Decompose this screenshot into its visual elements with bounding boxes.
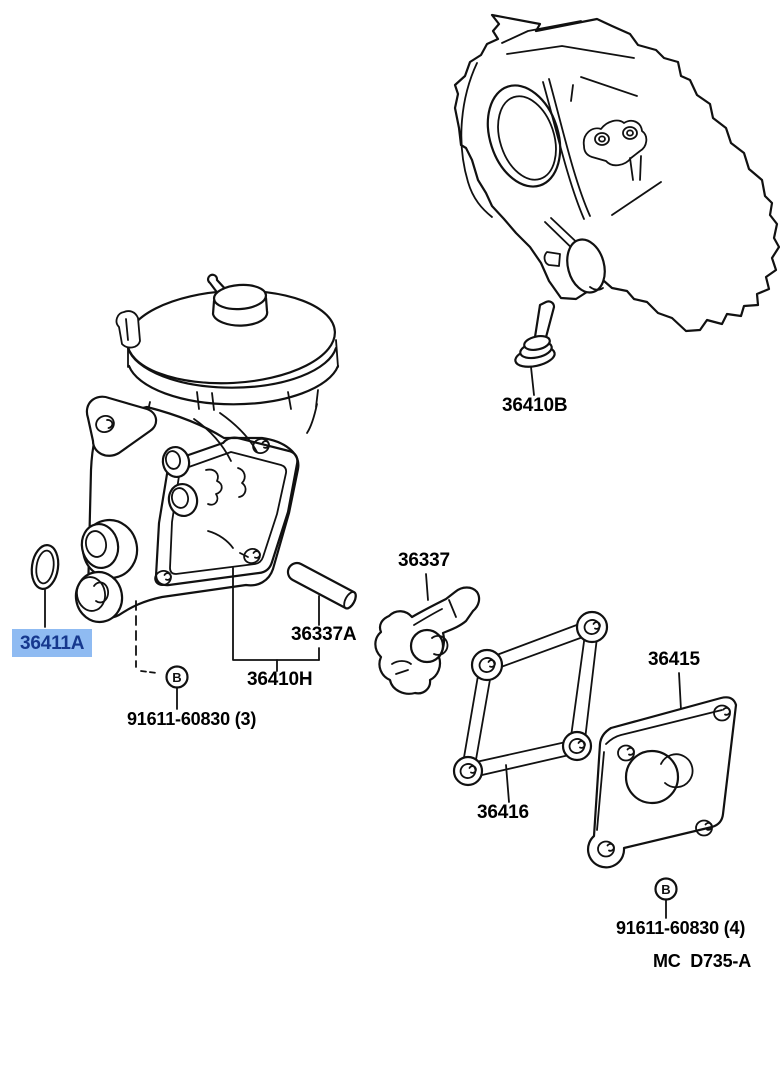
leader-lines [135, 567, 320, 674]
part-label-36411A[interactable]: 36411A [12, 629, 93, 657]
pin-36337A-drawing [286, 561, 357, 626]
bracket-36337-drawing [374, 573, 481, 695]
part-label-36416[interactable]: 36416 [477, 802, 529, 823]
transmission-housing-drawing [453, 13, 780, 333]
fastener-marker-b-2: B [654, 877, 678, 919]
part-label-36337A[interactable]: 36337A [291, 624, 357, 645]
part-label-36410B[interactable]: 36410B [502, 395, 568, 416]
part-label-36410H[interactable]: 36410H [247, 669, 313, 690]
part-label-36415[interactable]: 36415 [648, 649, 700, 670]
oil-pump-assembly-36410H-drawing [74, 273, 340, 624]
cover-center-boss [624, 749, 680, 805]
fastener-marker-b-1: B [165, 665, 189, 710]
oring-36411A-drawing [30, 544, 60, 628]
gasket-36416-drawing [452, 610, 609, 803]
figure-code: MC D735-A [653, 951, 752, 971]
part-label-36337[interactable]: 36337 [398, 550, 450, 571]
housing-lower-port [566, 238, 606, 294]
bolt-36410B-drawing [514, 300, 556, 396]
housing-main-opening [486, 84, 562, 188]
fastener-marker-letter: B [172, 670, 181, 685]
part-label-91611-60830-3[interactable]: 91611-60830 (3) [127, 709, 257, 729]
part-label-91611-60830-4[interactable]: 91611-60830 (4) [616, 918, 746, 938]
fastener-marker-letter: B [661, 882, 670, 897]
cover-36415-drawing [586, 672, 738, 869]
